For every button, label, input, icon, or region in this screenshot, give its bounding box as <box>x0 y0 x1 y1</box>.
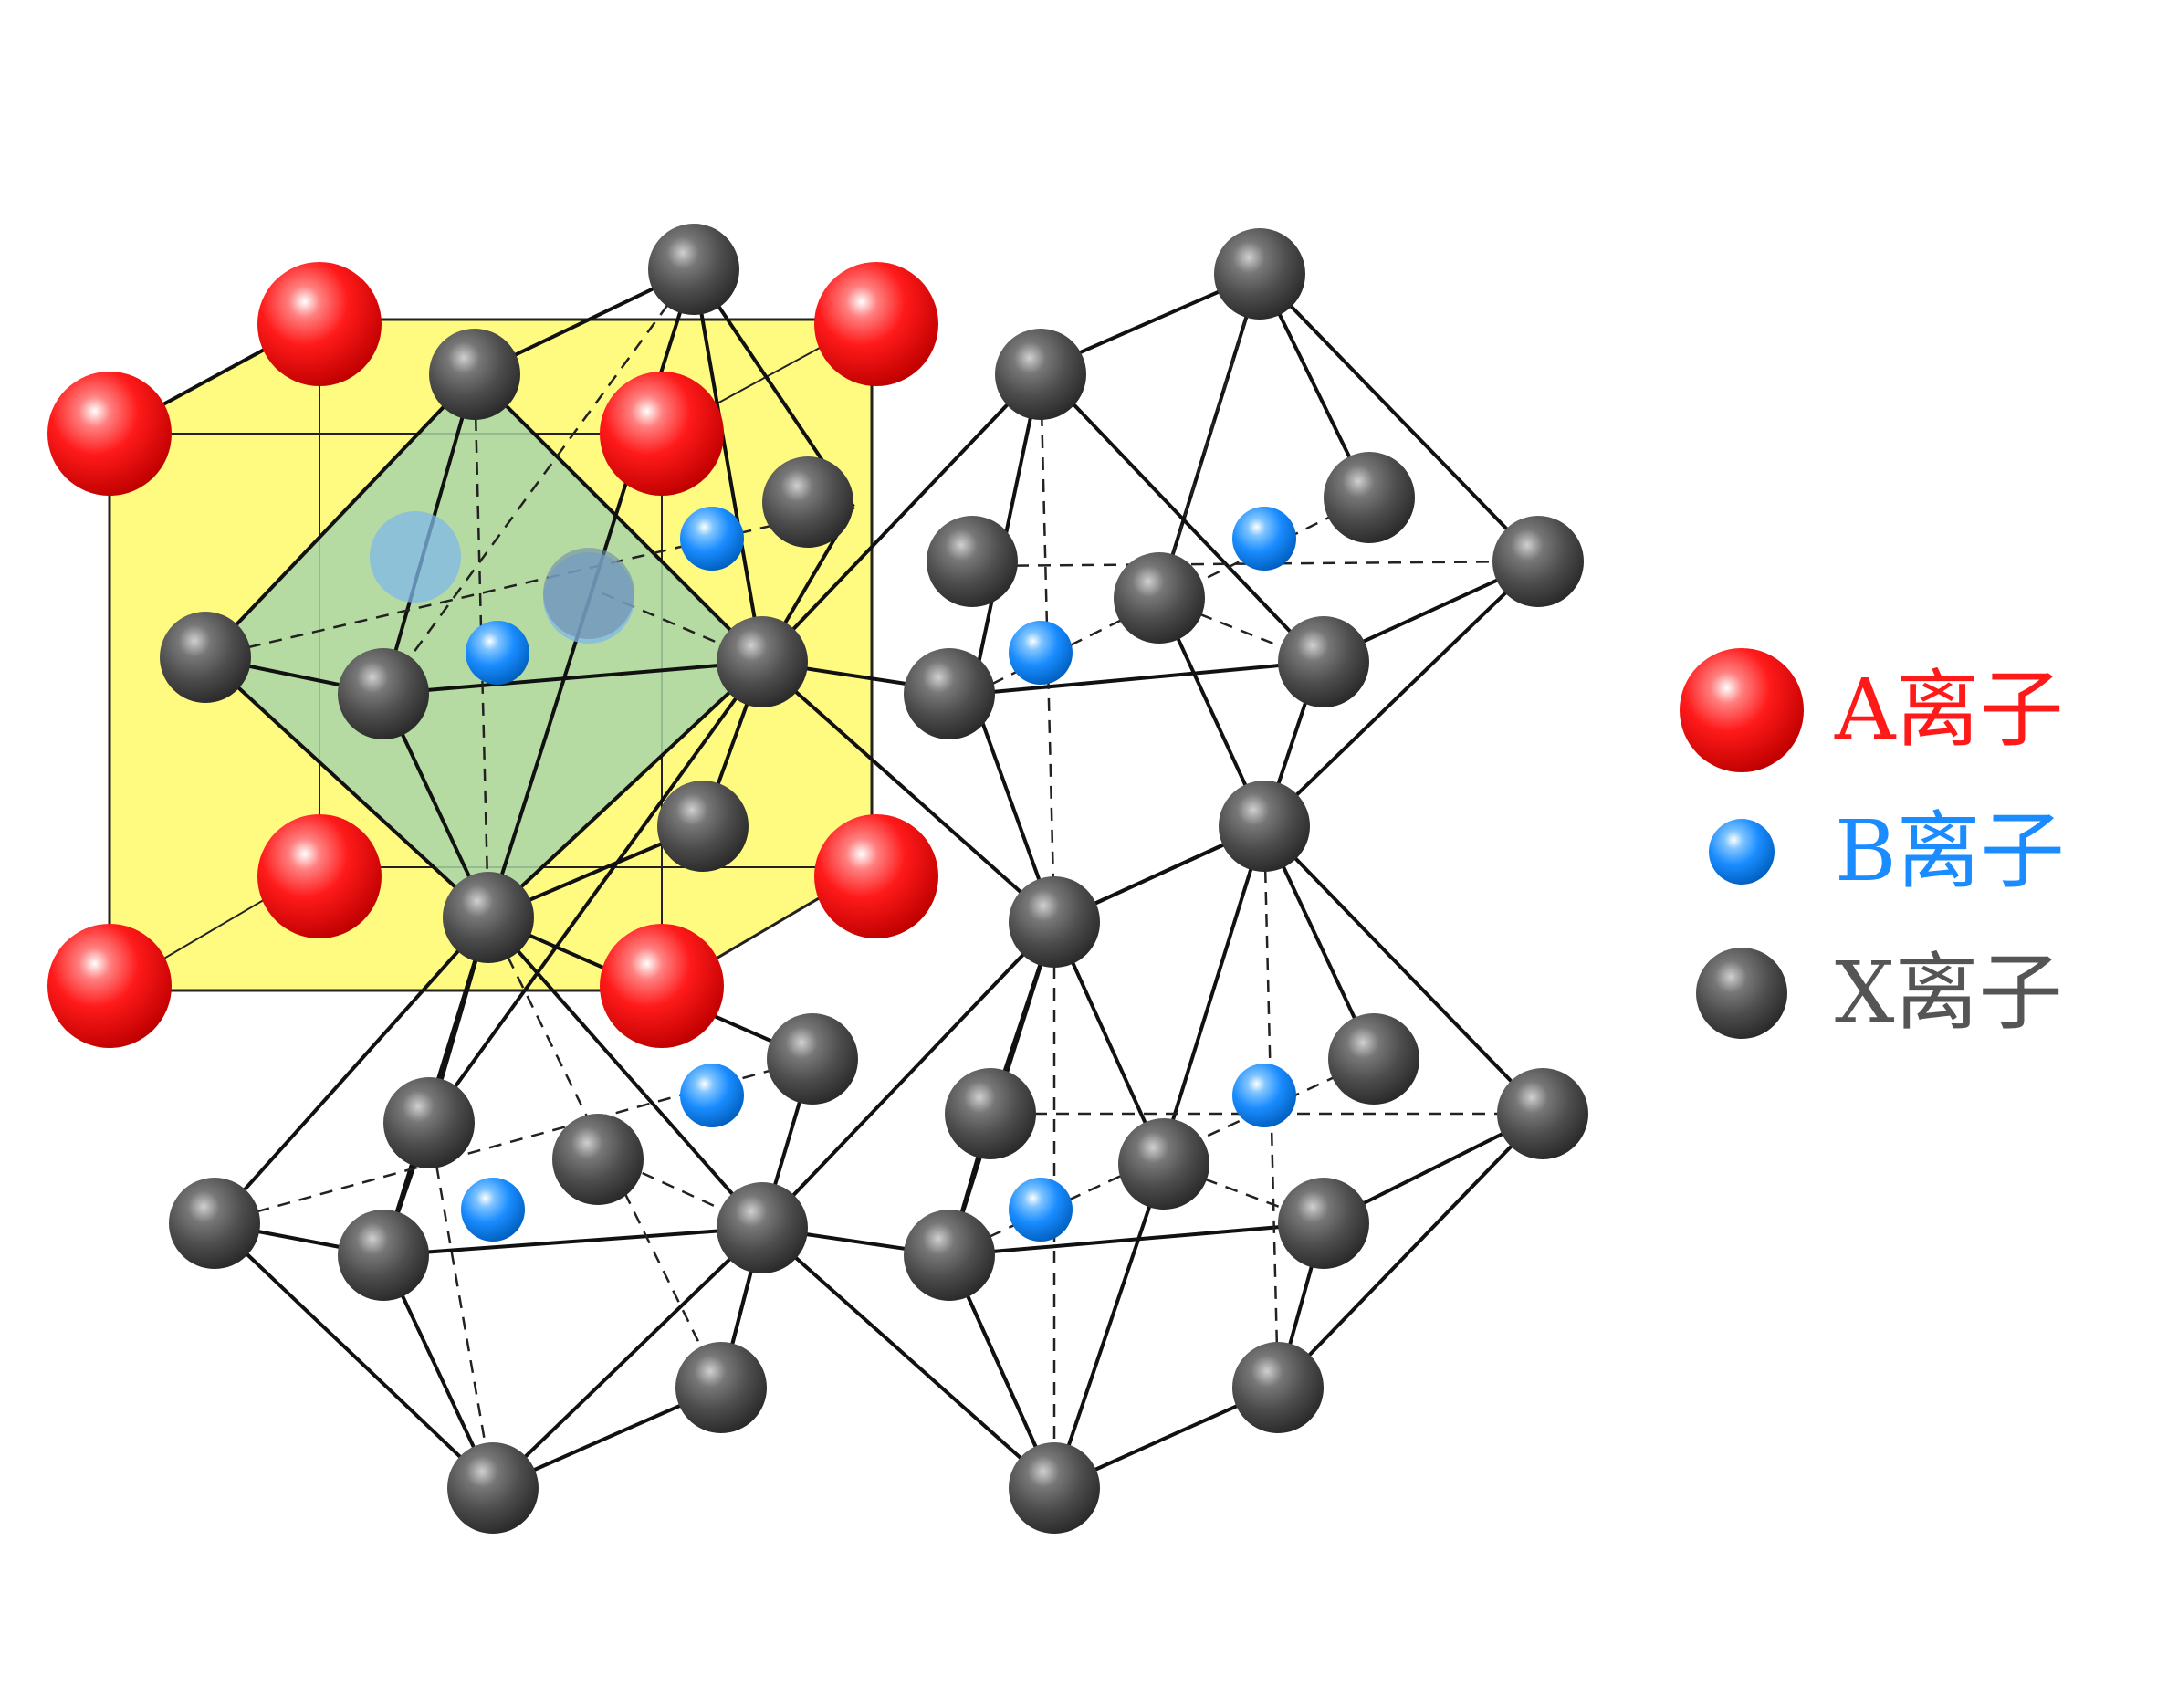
x-ion <box>338 1210 429 1301</box>
a-ion <box>257 814 382 938</box>
x-ion <box>1219 781 1310 872</box>
a-ion-group <box>47 262 938 1048</box>
b-ion <box>1232 507 1296 571</box>
a-ion <box>814 814 938 938</box>
x-ion <box>1214 228 1305 320</box>
x-ion <box>1118 1118 1209 1210</box>
b-ion <box>461 1178 525 1242</box>
b-ion-swatch <box>1680 781 1835 922</box>
x-ion <box>169 1178 260 1269</box>
a-ion <box>257 262 382 386</box>
x-ion <box>543 548 634 639</box>
x-ion <box>945 1068 1036 1159</box>
a-ion <box>47 924 172 1048</box>
x-ion <box>767 1013 858 1105</box>
x-ion <box>762 456 853 548</box>
x-ion <box>160 612 251 703</box>
x-ion <box>447 1442 539 1534</box>
b-ion <box>680 1064 744 1127</box>
legend: A离子 B离子 X离子 <box>1680 639 2118 1064</box>
b-ion <box>680 507 744 571</box>
x-ion <box>383 1077 475 1168</box>
x-ion <box>443 872 534 963</box>
x-ion <box>338 648 429 739</box>
a-ion <box>600 372 724 496</box>
x-ion <box>904 1210 995 1301</box>
a-ion-swatch <box>1680 639 1835 781</box>
a-ion <box>600 924 724 1048</box>
x-ion <box>717 1182 808 1273</box>
x-ion <box>1278 616 1369 707</box>
b-ion <box>370 511 461 603</box>
x-ion <box>429 329 520 420</box>
b-ion <box>1009 1178 1073 1242</box>
x-ion <box>1232 1342 1324 1433</box>
a-ion <box>814 262 938 386</box>
x-ion <box>1324 452 1415 543</box>
x-ion-label: X离子 <box>1835 943 2063 1042</box>
b-ion <box>466 621 529 685</box>
x-ion <box>1328 1013 1419 1105</box>
x-ion <box>1009 1442 1100 1534</box>
b-ion <box>1009 621 1073 685</box>
x-ion <box>1278 1178 1369 1269</box>
x-ion <box>1492 516 1584 607</box>
x-ion <box>675 1342 767 1433</box>
x-ion <box>1114 552 1205 644</box>
b-ion <box>1232 1064 1296 1127</box>
b-ion-label: B离子 <box>1835 802 2065 900</box>
x-ion <box>648 224 739 315</box>
x-ion <box>904 648 995 739</box>
legend-row-x: X离子 <box>1680 922 2118 1064</box>
x-ion <box>552 1114 644 1205</box>
x-ion <box>995 329 1086 420</box>
legend-row-b: B离子 <box>1680 781 2118 922</box>
legend-row-a: A离子 <box>1680 639 2118 781</box>
x-ion-swatch <box>1680 922 1835 1064</box>
x-ion-group <box>160 224 1588 1534</box>
x-ion <box>927 516 1018 607</box>
x-ion <box>1009 876 1100 968</box>
a-ion-label: A离子 <box>1835 660 2064 759</box>
x-ion <box>717 616 808 707</box>
x-ion <box>1497 1068 1588 1159</box>
x-ion <box>657 781 749 872</box>
a-ion <box>47 372 172 496</box>
